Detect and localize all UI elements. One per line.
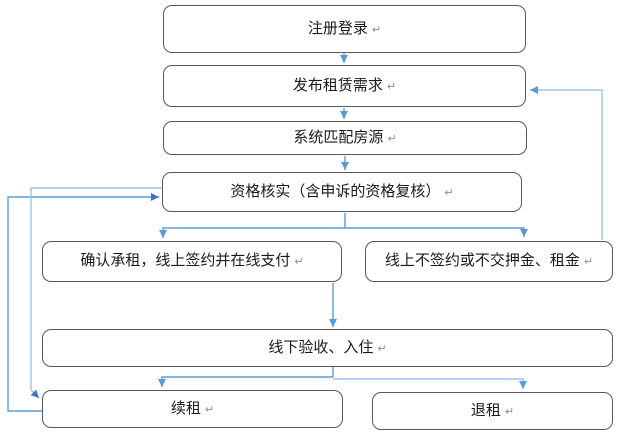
connector-acceptance-to-terminate bbox=[333, 378, 527, 389]
node-renew-lease: 续租 ↵ bbox=[42, 390, 343, 428]
connector-acceptance-to-renew bbox=[158, 376, 333, 387]
return-mark-icon: ↵ bbox=[371, 22, 382, 36]
node-qualification-verification: 资格核实（含申诉的资格复核） ↵ bbox=[162, 172, 522, 212]
node-publish-rental-demand: 发布租赁需求 ↵ bbox=[163, 65, 526, 107]
connector-nosign-to-publish-feedback bbox=[530, 86, 603, 240]
node-qualification-verification-label: 资格核实（含申诉的资格复核） bbox=[230, 183, 441, 200]
return-mark-icon: ↵ bbox=[204, 402, 215, 416]
connector-verify-to-nosign bbox=[345, 227, 528, 237]
node-renew-lease-label: 续租 bbox=[170, 400, 201, 417]
node-system-match-housing-label: 系统匹配房源 bbox=[293, 129, 384, 146]
node-no-sign-or-no-deposit: 线上不签约或不交押金、租金 ↵ bbox=[365, 241, 613, 282]
return-mark-icon: ↵ bbox=[504, 404, 515, 418]
node-system-match-housing: 系统匹配房源 ↵ bbox=[163, 121, 527, 155]
node-offline-acceptance-movein: 线下验收、入住 ↵ bbox=[42, 329, 613, 367]
connector-renew-to-verify-feedback bbox=[7, 193, 159, 412]
node-register-login: 注册登录 ↵ bbox=[163, 5, 526, 53]
node-confirm-lease-sign-pay-label: 确认承租，线上签约并在线支付 bbox=[80, 253, 291, 269]
return-mark-icon: ↵ bbox=[387, 131, 397, 145]
node-offline-acceptance-movein-label: 线下验收、入住 bbox=[268, 339, 374, 356]
node-terminate-lease: 退租 ↵ bbox=[372, 392, 613, 430]
return-mark-icon: ↵ bbox=[294, 255, 304, 268]
return-mark-icon: ↵ bbox=[444, 185, 454, 199]
return-mark-icon: ↵ bbox=[377, 341, 387, 355]
connector-verify-to-confirm bbox=[159, 227, 345, 238]
node-register-login-label: 注册登录 bbox=[307, 20, 368, 37]
connector-verify-to-renew-feedback bbox=[30, 187, 163, 399]
node-no-sign-or-no-deposit-label: 线上不签约或不交押金、租金 bbox=[384, 253, 580, 269]
return-mark-icon: ↵ bbox=[583, 255, 594, 268]
node-terminate-lease-label: 退租 bbox=[470, 402, 501, 419]
node-publish-rental-demand-label: 发布租赁需求 bbox=[292, 77, 383, 94]
node-confirm-lease-sign-pay: 确认承租，线上签约并在线支付 ↵ bbox=[42, 241, 342, 282]
return-mark-icon: ↵ bbox=[386, 79, 397, 93]
